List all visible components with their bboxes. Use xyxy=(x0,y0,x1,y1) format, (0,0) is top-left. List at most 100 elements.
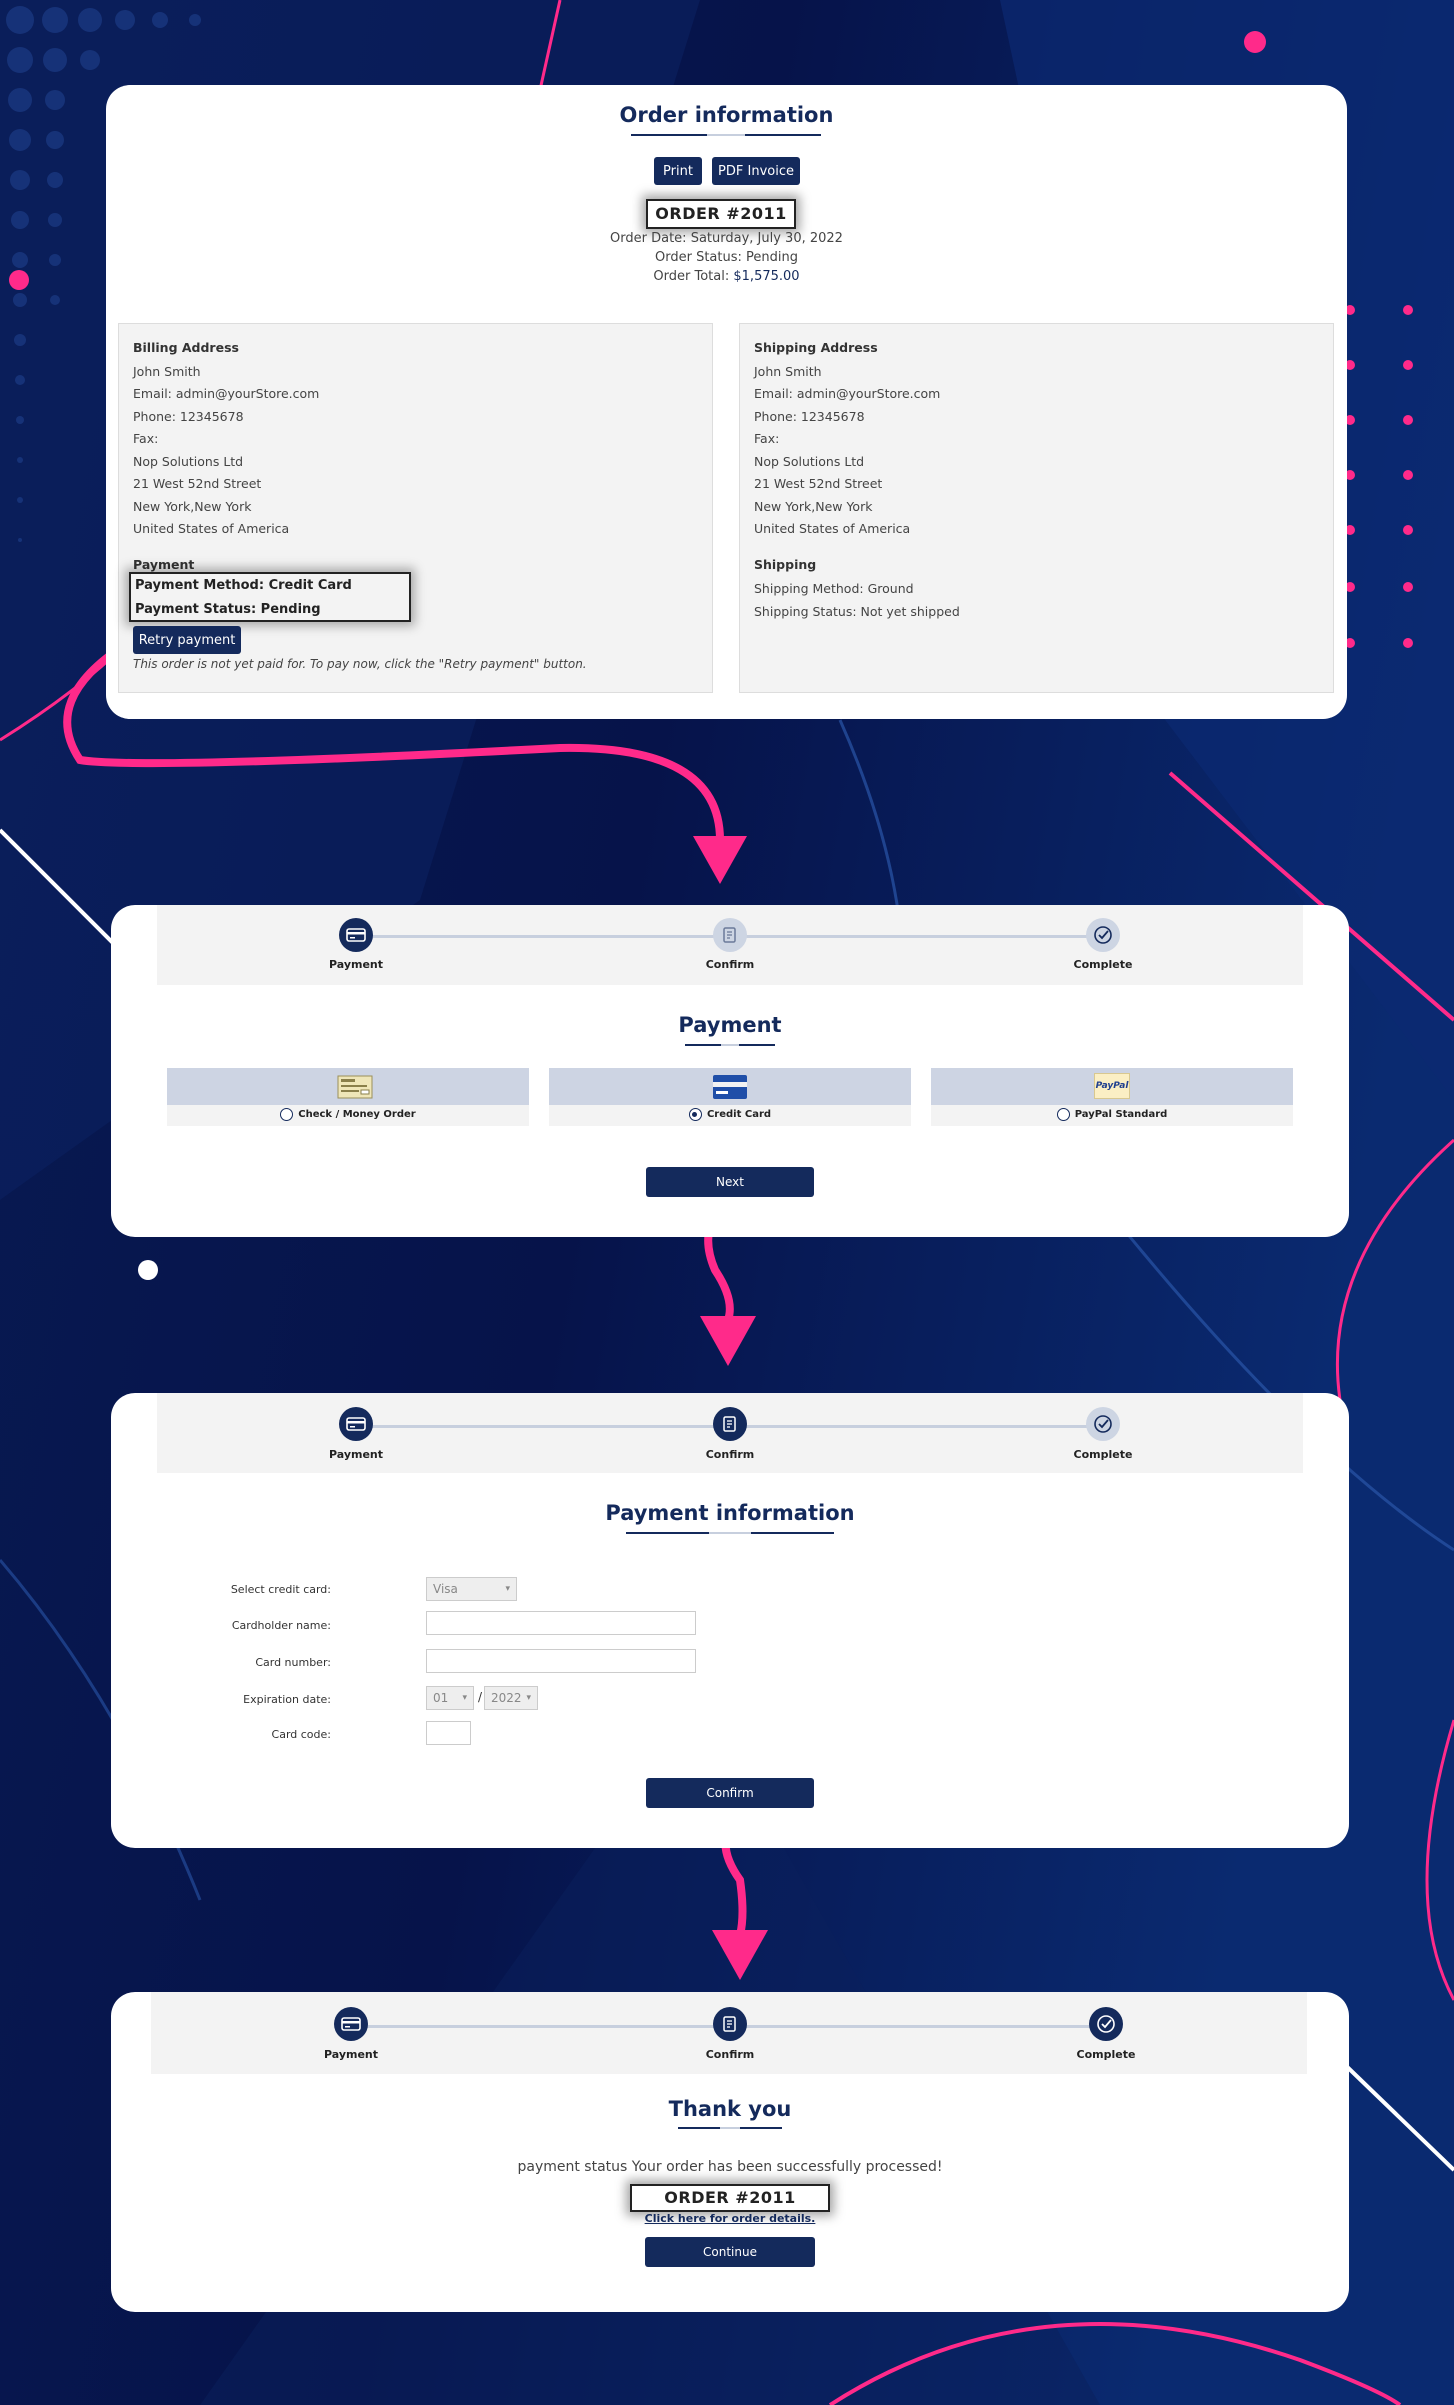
expiration-year-value: 2022 xyxy=(491,1691,522,1705)
shipping-line: Email: admin@yourStore.com xyxy=(754,386,941,401)
pdf-invoice-button[interactable]: PDF Invoice xyxy=(712,157,800,185)
chevron-down-icon: ▾ xyxy=(505,1584,510,1594)
order-total-label: Order Total: xyxy=(653,269,730,284)
title-underline xyxy=(631,134,821,136)
card-number-input[interactable] xyxy=(426,1649,696,1673)
billing-line: Phone: 12345678 xyxy=(133,409,244,424)
step-confirm-label: Confirm xyxy=(705,958,755,971)
payment-option-check[interactable]: Check / Money Order xyxy=(167,1068,529,1126)
thank-you-title: Thank you xyxy=(668,2097,792,2121)
shipping-line: Fax: xyxy=(754,431,780,446)
step-payment-circle xyxy=(334,2007,368,2041)
page-title: Order information xyxy=(619,103,834,127)
step-complete-label: Complete xyxy=(1076,2048,1136,2061)
payment-option-label: PayPal Standard xyxy=(1074,1109,1168,1120)
next-button[interactable]: Next xyxy=(646,1167,814,1197)
title-underline xyxy=(685,1044,775,1046)
billing-line: Email: admin@yourStore.com xyxy=(133,386,320,401)
shipping-heading: Shipping xyxy=(754,557,817,572)
step-payment-label: Payment xyxy=(328,1448,384,1461)
card-number-label: Card number: xyxy=(255,1656,331,1669)
confirm-document-icon xyxy=(723,927,736,943)
select-card-label: Select credit card: xyxy=(230,1583,331,1596)
check-circle-icon xyxy=(1094,1415,1112,1433)
step-payment-label: Payment xyxy=(328,958,384,971)
shipping-line: Nop Solutions Ltd xyxy=(754,454,865,469)
credit-card-icon xyxy=(341,2017,361,2031)
credit-card-select[interactable]: Visa ▾ xyxy=(426,1577,517,1601)
payment-information-card: Payment Confirm Complete Payment informa… xyxy=(111,1393,1349,1848)
step-complete-circle xyxy=(1089,2007,1123,2041)
check-circle-icon xyxy=(1094,926,1112,944)
payment-note: This order is not yet paid for. To pay n… xyxy=(133,657,587,671)
payment-status: Payment Status: Pending xyxy=(135,602,321,617)
card-code-input[interactable] xyxy=(426,1721,471,1745)
payment-option-paypal[interactable]: PayPal PayPal Standard xyxy=(931,1068,1293,1126)
shipping-address-panel: Shipping Address John Smith Email: admin… xyxy=(739,323,1334,693)
chevron-down-icon: ▾ xyxy=(462,1693,467,1703)
checkout-steps: Payment Confirm Complete xyxy=(157,1393,1303,1473)
radio-credit-card[interactable] xyxy=(688,1108,702,1121)
thank-you-card: Payment Confirm Complete Thank you payme… xyxy=(111,1992,1349,2312)
card-code-label: Card code: xyxy=(271,1728,331,1741)
title-underline xyxy=(626,1532,834,1534)
payment-option-credit-card[interactable]: Credit Card xyxy=(549,1068,911,1126)
print-button[interactable]: Print xyxy=(654,157,702,185)
shipping-address-heading: Shipping Address xyxy=(754,340,878,355)
order-details-link[interactable]: Click here for order details. xyxy=(644,2212,816,2225)
continue-button[interactable]: Continue xyxy=(645,2237,815,2267)
order-date: Order Date: Saturday, July 30, 2022 xyxy=(610,231,843,246)
radio-paypal-standard[interactable] xyxy=(1056,1108,1070,1121)
shipping-line: New York,New York xyxy=(754,499,873,514)
payment-method-card: Payment Confirm Complete Payment Check /… xyxy=(111,905,1349,1237)
order-total: Order Total: $1,575.00 xyxy=(106,269,1347,284)
credit-card-icon xyxy=(346,1417,366,1431)
payment-heading: Payment xyxy=(133,557,195,572)
step-confirm-circle xyxy=(713,918,747,952)
billing-address-panel: Billing Address John Smith Email: admin@… xyxy=(118,323,713,693)
step-confirm-label: Confirm xyxy=(705,2048,755,2061)
step-confirm-circle xyxy=(713,1407,747,1441)
shipping-line: John Smith xyxy=(754,364,822,379)
shipping-line: Phone: 12345678 xyxy=(754,409,865,424)
cardholder-input[interactable] xyxy=(426,1611,696,1635)
cardholder-label: Cardholder name: xyxy=(231,1619,331,1632)
retry-payment-button[interactable]: Retry payment xyxy=(133,626,241,654)
radio-check-money-order[interactable] xyxy=(280,1108,294,1121)
confirm-document-icon xyxy=(723,2016,736,2032)
expiration-year-select[interactable]: 2022 ▾ xyxy=(484,1686,538,1710)
paypal-icon: PayPal xyxy=(1094,1073,1130,1099)
billing-line: Nop Solutions Ltd xyxy=(133,454,244,469)
payment-title: Payment xyxy=(678,1013,782,1037)
order-number: ORDER #2011 xyxy=(646,199,796,229)
step-complete-label: Complete xyxy=(1073,958,1133,971)
step-payment-circle xyxy=(339,1407,373,1441)
check-icon xyxy=(337,1075,373,1099)
step-payment-label: Payment xyxy=(323,2048,379,2061)
step-complete-circle xyxy=(1086,1407,1120,1441)
expiration-month-select[interactable]: 01 ▾ xyxy=(426,1686,474,1710)
expiration-month-value: 01 xyxy=(433,1691,449,1705)
shipping-status: Shipping Status: Not yet shipped xyxy=(754,604,960,619)
step-confirm-label: Confirm xyxy=(705,1448,755,1461)
step-confirm-circle xyxy=(713,2007,747,2041)
step-complete-label: Complete xyxy=(1073,1448,1133,1461)
billing-line: New York,New York xyxy=(133,499,252,514)
shipping-line: 21 West 52nd Street xyxy=(754,476,883,491)
expiration-separator: / xyxy=(478,1690,483,1704)
shipping-method: Shipping Method: Ground xyxy=(754,581,914,596)
credit-card-icon xyxy=(346,928,366,942)
thank-you-message: payment status Your order has been succe… xyxy=(517,2159,943,2175)
payment-information-title: Payment information xyxy=(605,1501,855,1525)
order-status: Order Status: Pending xyxy=(655,250,798,265)
billing-address-heading: Billing Address xyxy=(133,340,239,355)
credit-card-icon xyxy=(713,1075,747,1099)
expiration-label: Expiration date: xyxy=(243,1693,331,1706)
billing-line: 21 West 52nd Street xyxy=(133,476,262,491)
billing-line: John Smith xyxy=(133,364,201,379)
check-circle-icon xyxy=(1097,2015,1115,2033)
confirm-button[interactable]: Confirm xyxy=(646,1778,814,1808)
payment-details-highlight: Payment Method: Credit Card Payment Stat… xyxy=(129,572,411,622)
title-underline xyxy=(678,2127,782,2129)
confirm-document-icon xyxy=(723,1416,736,1432)
